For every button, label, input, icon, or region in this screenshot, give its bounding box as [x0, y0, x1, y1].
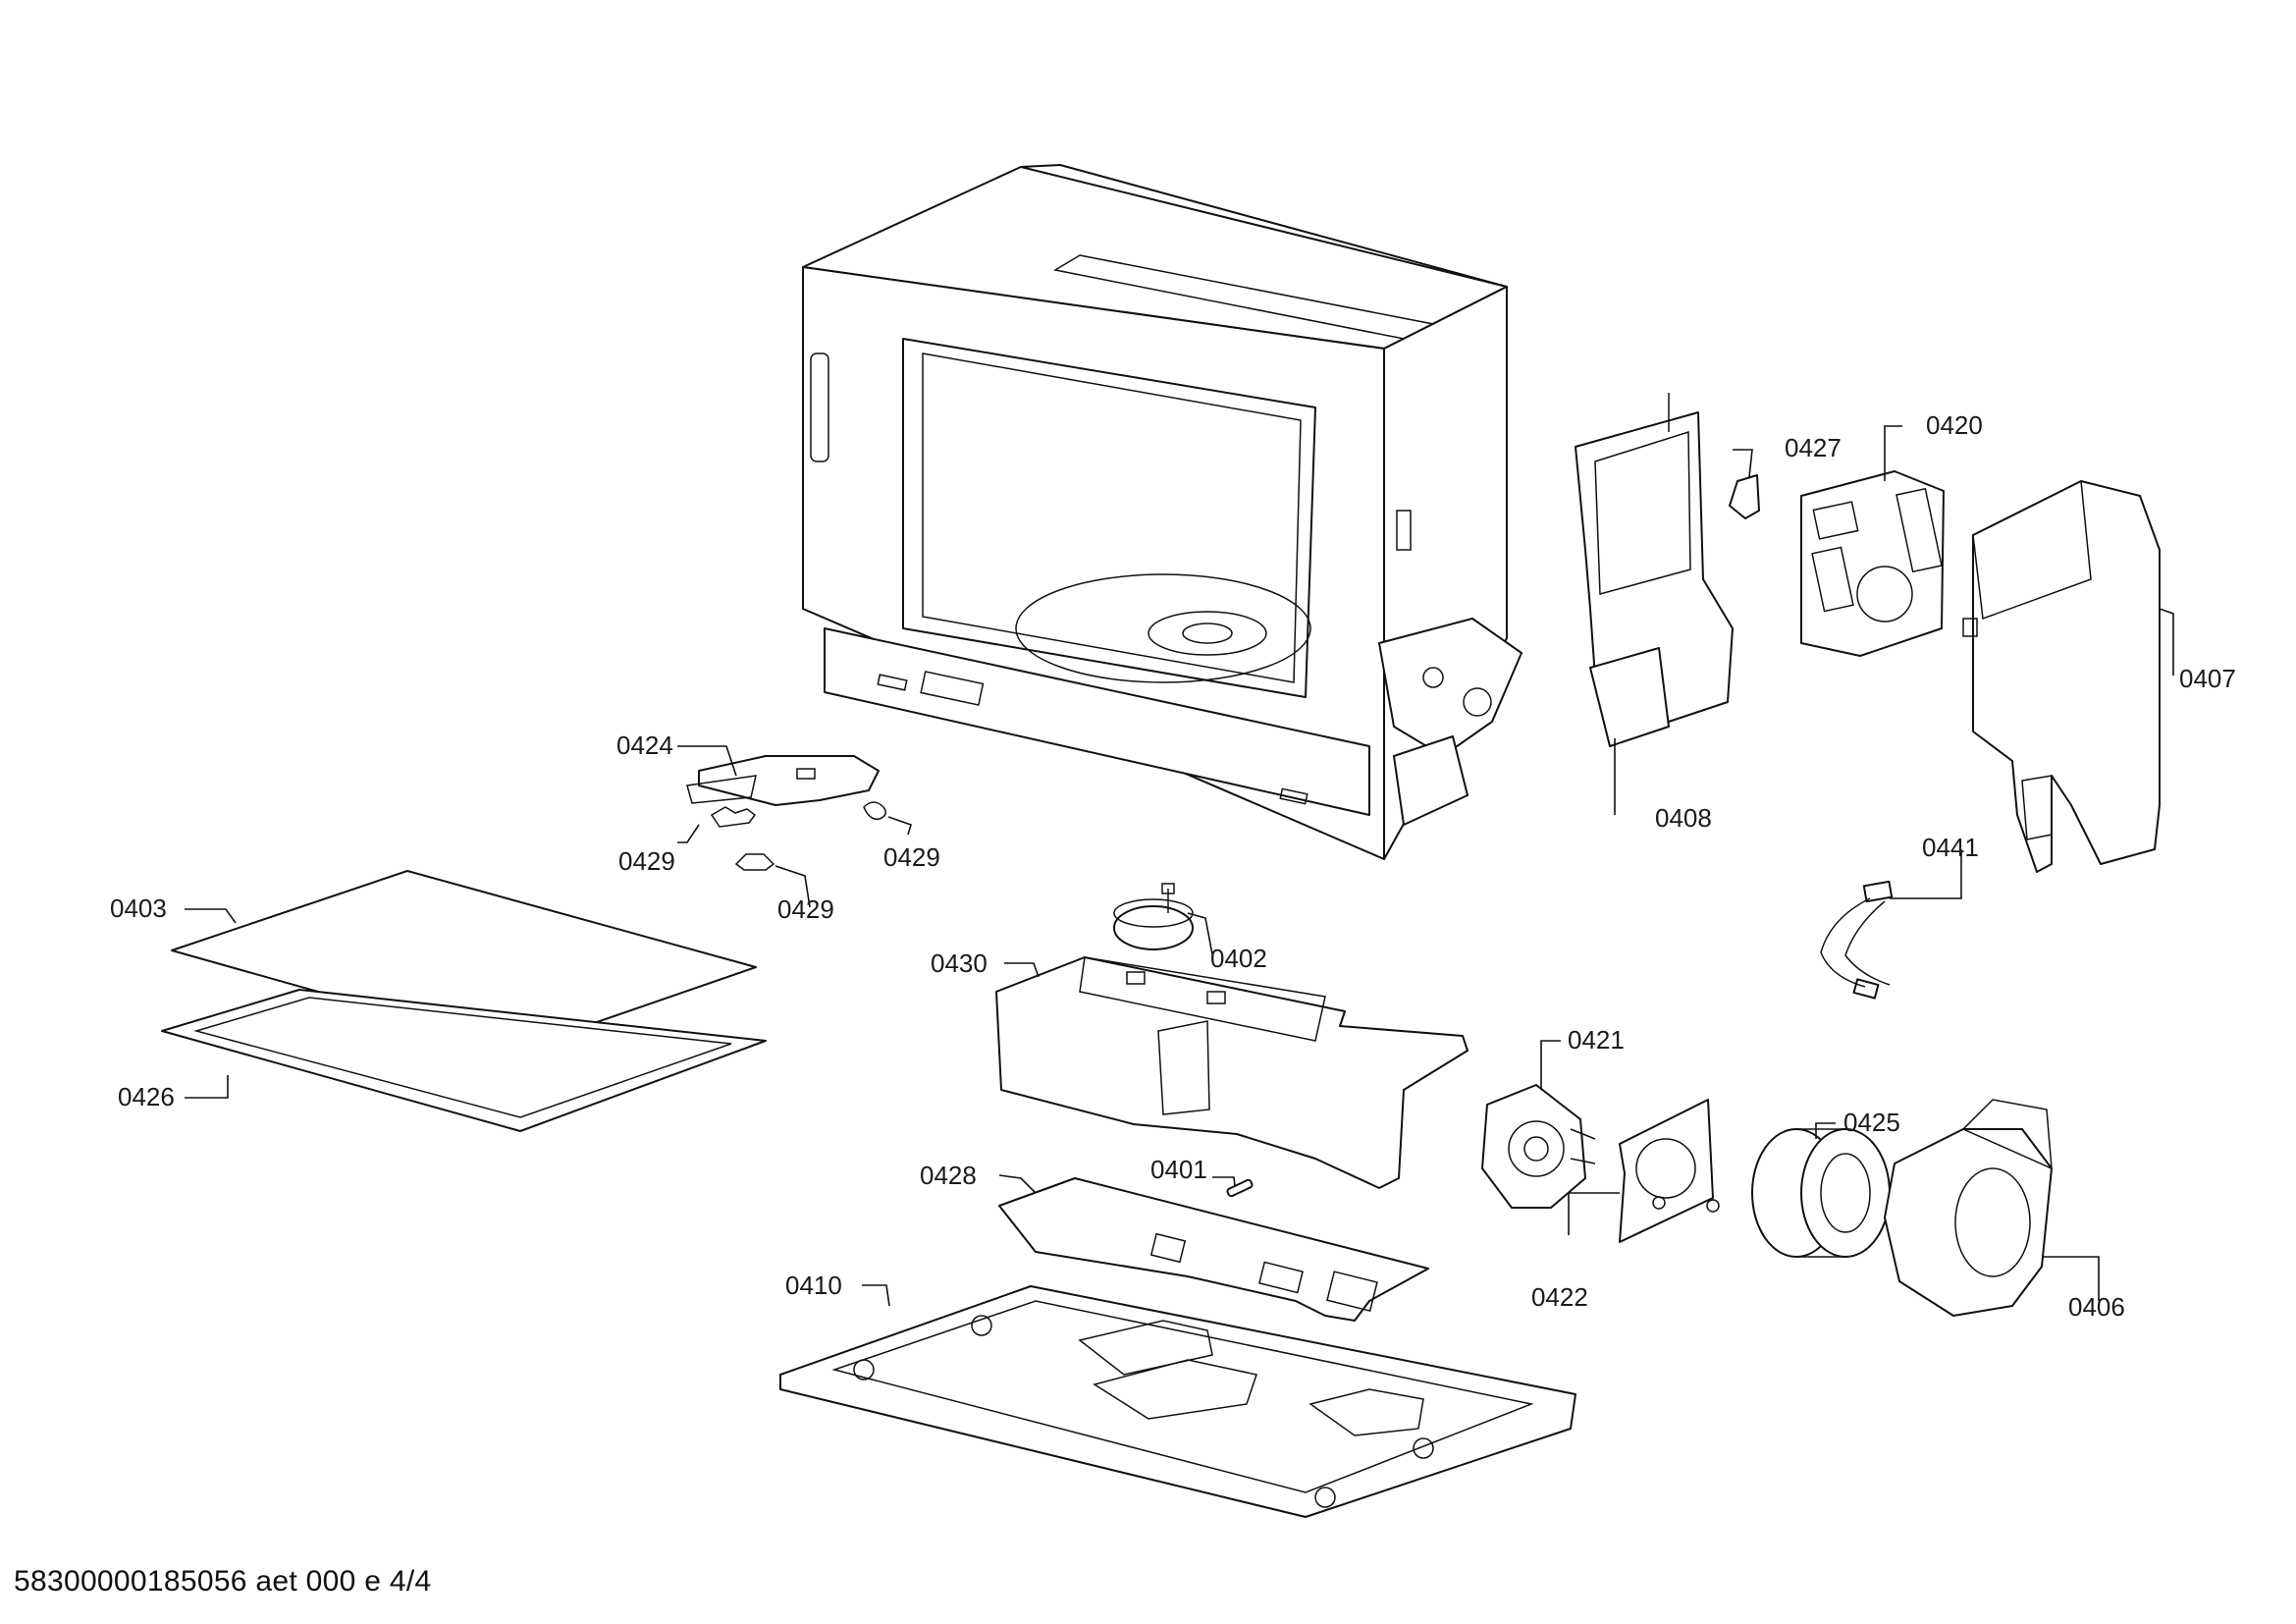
callout-0420: 0420	[1926, 410, 1983, 440]
part-0425-blower-wheel	[1751, 1128, 1891, 1258]
callout-0429-right: 0429	[883, 842, 940, 872]
part-0408-air-duct	[1575, 393, 1734, 747]
callout-0429-left: 0429	[618, 846, 675, 876]
part-0429-clip-left	[710, 806, 757, 828]
callout-0427: 0427	[1785, 433, 1842, 462]
callout-0408: 0408	[1655, 803, 1712, 833]
callout-0441: 0441	[1922, 833, 1979, 862]
document-id: 58300000185056 aet 000 e 4/4	[14, 1565, 432, 1597]
callout-0410: 0410	[785, 1271, 842, 1300]
part-0422-motor-bracket	[1619, 1099, 1720, 1243]
callout-0403: 0403	[110, 893, 167, 923]
callout-labels: 0424 0429 0429 0429 0403 0426 0402 0430 …	[110, 410, 2236, 1322]
callout-0426: 0426	[118, 1082, 175, 1111]
callout-0429-bottom: 0429	[777, 894, 834, 924]
part-0427-clip	[1729, 474, 1760, 519]
oven-cavity-housing	[802, 164, 1522, 860]
part-0441-cable-harness	[1820, 880, 1894, 1000]
callout-0406: 0406	[2068, 1292, 2125, 1322]
part-0420-power-board	[1800, 470, 1945, 657]
callout-0401: 0401	[1150, 1155, 1207, 1184]
callout-0428: 0428	[920, 1161, 977, 1190]
part-0429-clip-right	[863, 801, 886, 820]
part-0424-bracket	[686, 755, 880, 806]
callout-0425: 0425	[1843, 1108, 1900, 1137]
part-0402-turntable-motor	[1113, 883, 1194, 950]
leader-lines	[185, 425, 2174, 1307]
callout-0421: 0421	[1568, 1025, 1625, 1055]
part-0407-fan-shroud	[1962, 479, 2161, 873]
part-0421-fan-motor	[1481, 1084, 1596, 1209]
callout-0430: 0430	[931, 948, 988, 978]
callout-0402: 0402	[1210, 944, 1267, 973]
part-0401-fuse	[1226, 1178, 1254, 1198]
part-0428-control-pcb	[998, 1177, 1429, 1322]
part-0429-clip-bottom	[734, 853, 775, 871]
callout-0424: 0424	[616, 731, 673, 760]
part-0430-cover	[995, 956, 1468, 1189]
part-0406-blower-housing	[1884, 1099, 2053, 1317]
part-0426-tray-frame	[161, 989, 767, 1132]
callout-0407: 0407	[2179, 664, 2236, 693]
callout-0422: 0422	[1531, 1282, 1588, 1312]
part-0410-base-plate	[779, 1285, 1576, 1518]
